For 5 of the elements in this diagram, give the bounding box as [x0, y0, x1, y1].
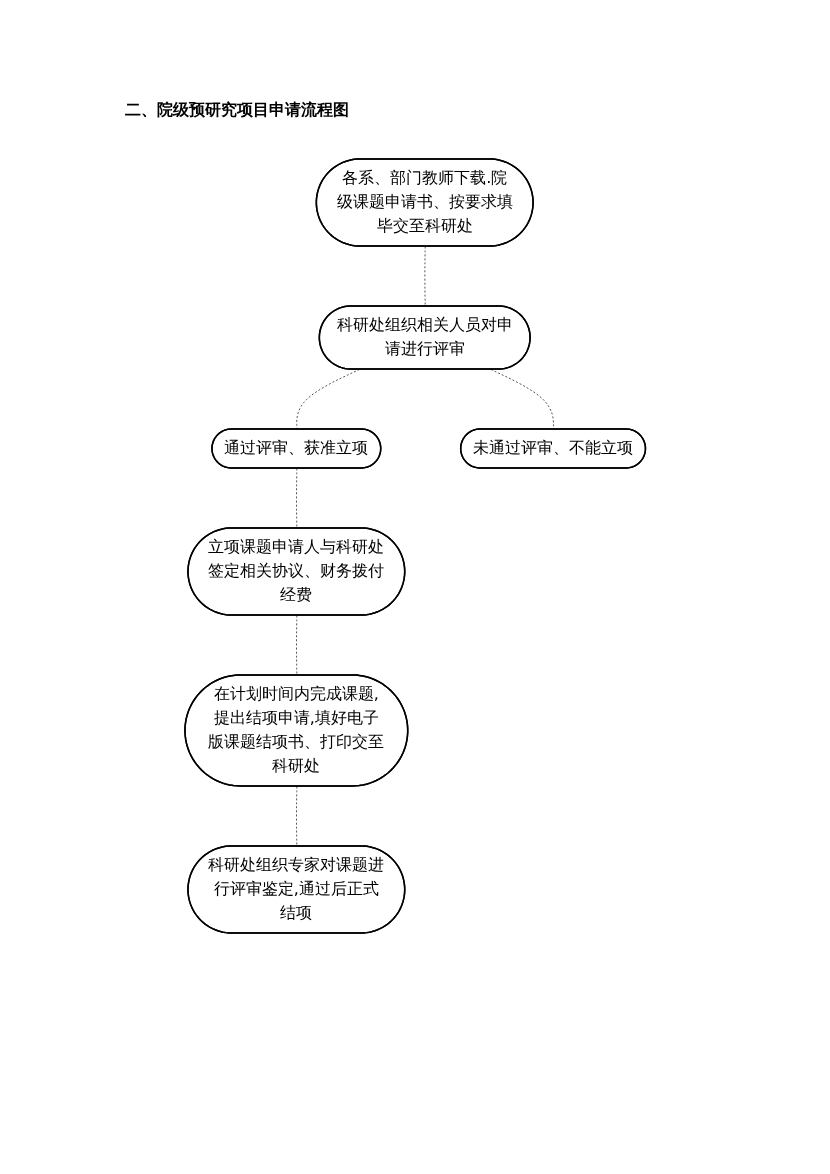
diagram-title: 二、院级预研究项目申请流程图	[125, 100, 350, 121]
connector	[295, 615, 298, 676]
connector	[295, 786, 298, 847]
connector	[295, 468, 298, 529]
connector	[424, 246, 426, 307]
